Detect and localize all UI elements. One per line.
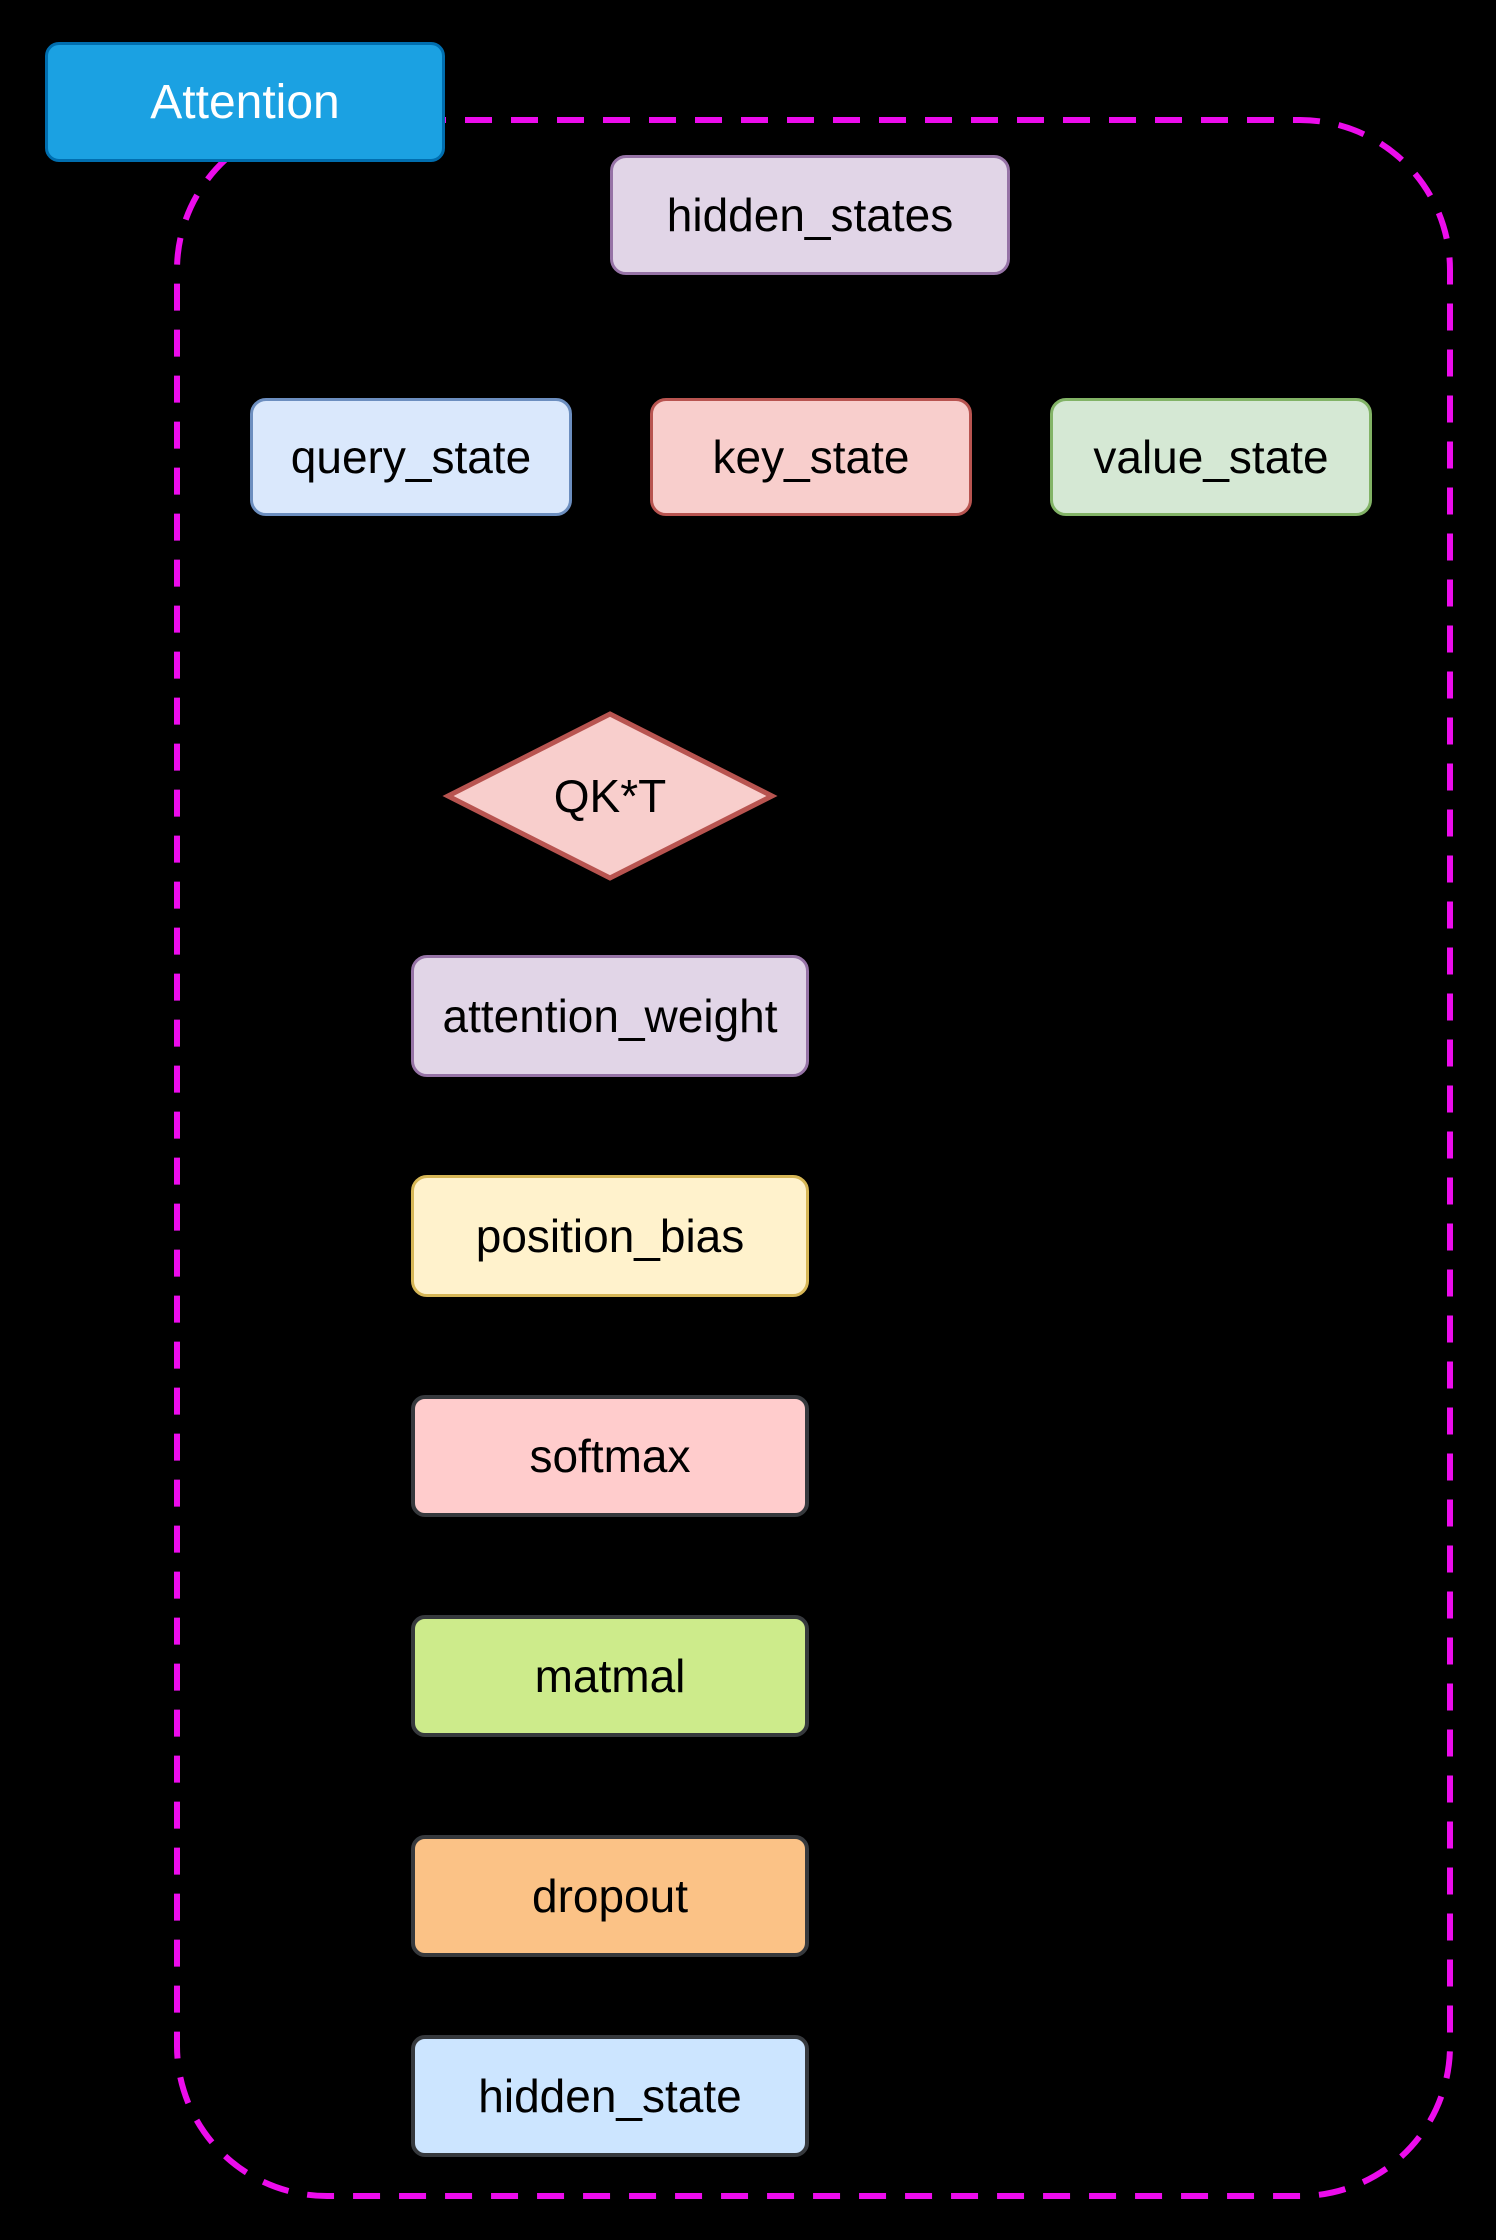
node-hidden-states-label: hidden_states — [666, 189, 954, 241]
node-key-state: key_state — [650, 398, 972, 516]
node-hidden-states: hidden_states — [610, 155, 1010, 275]
node-key-state-label: key_state — [712, 431, 910, 483]
dashed-boundary-rect — [174, 117, 1453, 2199]
node-softmax: softmax — [411, 1395, 809, 1517]
node-matmal: matmal — [411, 1615, 809, 1737]
attention-module-boundary — [174, 117, 1453, 2199]
node-qkt-label: QK*T — [554, 770, 666, 822]
node-dropout-label: dropout — [531, 1870, 688, 1922]
node-hidden-state-label: hidden_state — [478, 2070, 742, 2122]
node-position-bias: position_bias — [411, 1175, 809, 1297]
node-position-bias-label: position_bias — [475, 1210, 745, 1262]
node-matmal-label: matmal — [534, 1650, 686, 1702]
node-attention-weight: attention_weight — [411, 955, 809, 1077]
qkt-diamond-shape — [442, 711, 778, 881]
node-query-state: query_state — [250, 398, 572, 516]
node-attention-weight-label: attention_weight — [442, 990, 778, 1042]
node-dropout: dropout — [411, 1835, 809, 1957]
node-attention-label: Attention — [150, 75, 340, 129]
node-qkt-diamond: QK*T — [442, 711, 778, 881]
node-value-state-label: value_state — [1093, 431, 1329, 483]
node-query-state-label: query_state — [290, 431, 532, 483]
node-value-state: value_state — [1050, 398, 1372, 516]
node-hidden-state: hidden_state — [411, 2035, 809, 2157]
node-softmax-label: softmax — [529, 1430, 691, 1482]
node-attention-title: Attention — [45, 42, 445, 162]
